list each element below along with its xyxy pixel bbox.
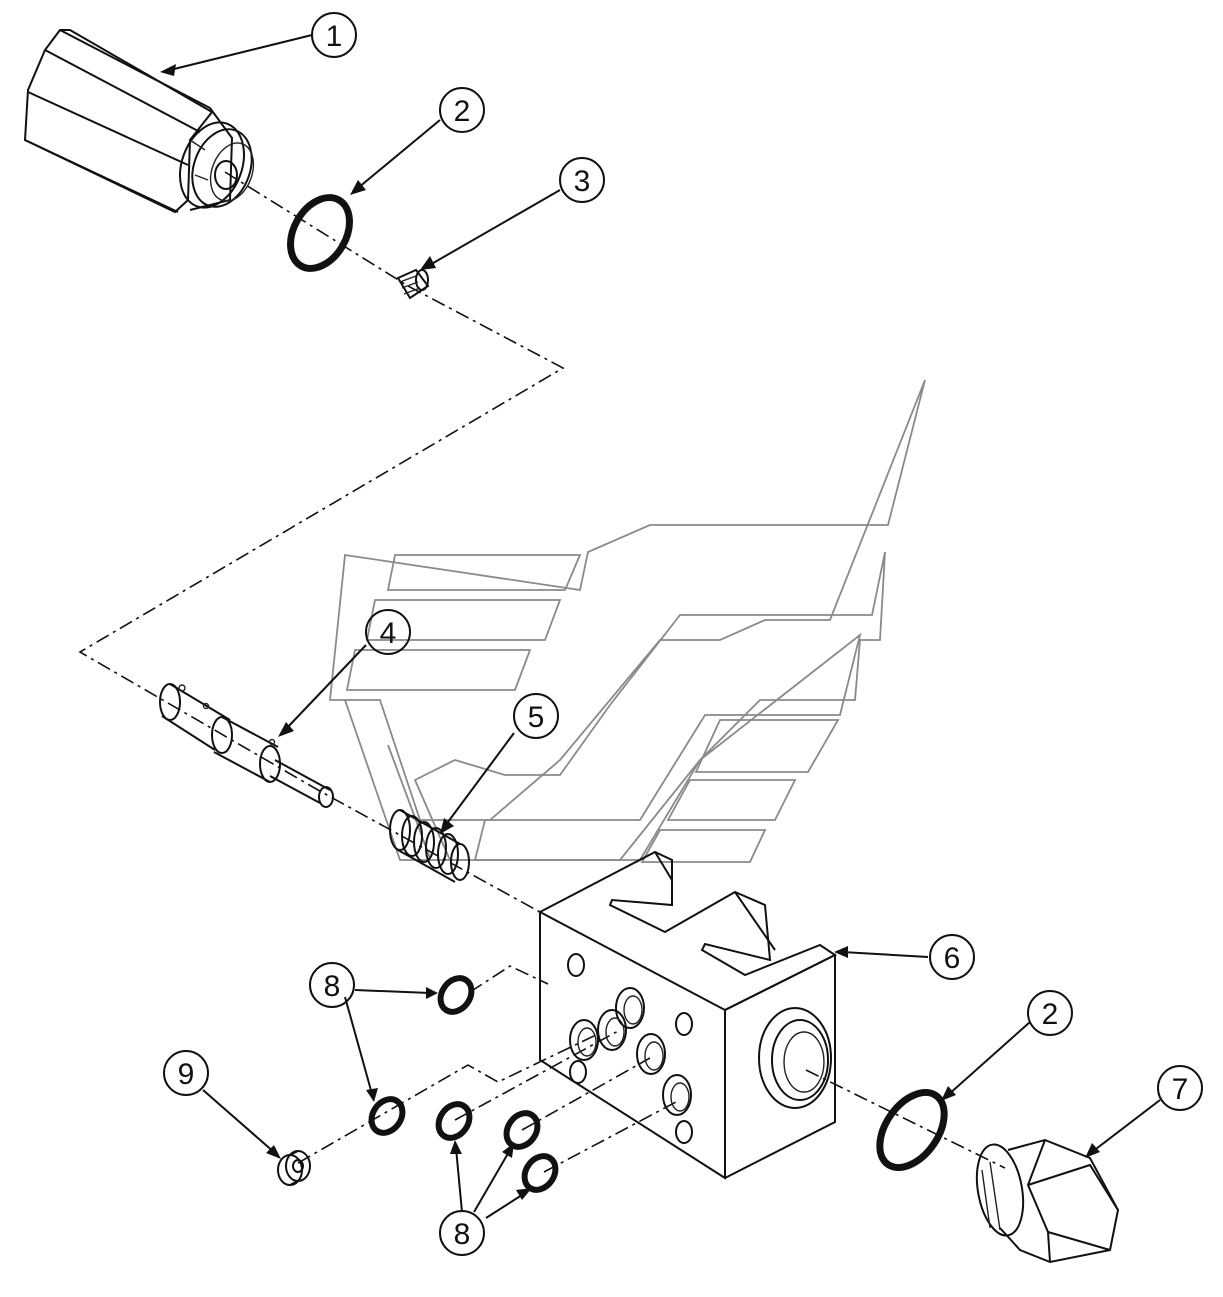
part-1-cartridge-body <box>23 29 255 214</box>
o-ring-8-a <box>437 975 475 1015</box>
callout-8-upper: 8 <box>309 962 355 1008</box>
callout-4: 4 <box>365 609 411 655</box>
svg-text:9: 9 <box>178 1058 195 1091</box>
leader-lines <box>160 34 1161 1219</box>
part-8-o-rings <box>368 975 559 1193</box>
callout-6: 6 <box>929 934 975 980</box>
svg-text:7: 7 <box>1172 1073 1189 1106</box>
svg-text:5: 5 <box>528 701 545 734</box>
svg-text:2: 2 <box>454 95 471 128</box>
callout-2-lower: 2 <box>1027 990 1073 1036</box>
part-5-spring <box>389 809 470 883</box>
part-3-set-screw <box>396 268 430 300</box>
part-2-o-ring-lower <box>876 1089 948 1171</box>
part-9-orifice <box>277 1150 311 1186</box>
callout-2-upper: 2 <box>439 87 485 133</box>
part-6-valve-body <box>537 850 837 1180</box>
o-ring-8-c <box>435 1101 473 1141</box>
svg-text:6: 6 <box>944 942 961 975</box>
callout-7: 7 <box>1157 1065 1203 1111</box>
svg-text:2: 2 <box>1042 998 1059 1031</box>
svg-text:8: 8 <box>324 970 341 1003</box>
callout-1: 1 <box>311 12 357 58</box>
assembly-center-lines <box>78 171 1006 1173</box>
svg-text:1: 1 <box>326 20 343 53</box>
callout-8-lower: 8 <box>439 1210 485 1256</box>
svg-text:4: 4 <box>380 617 397 650</box>
o-ring-8-b <box>368 1096 406 1136</box>
svg-text:3: 3 <box>574 165 591 198</box>
callout-5: 5 <box>513 693 559 739</box>
callout-3: 3 <box>559 157 605 203</box>
part-4-spool <box>159 683 334 808</box>
o-ring-8-e <box>521 1153 559 1193</box>
part-7-hex-plug <box>975 1138 1120 1264</box>
watermark-logo <box>329 379 926 863</box>
part-2-o-ring-upper <box>287 194 353 272</box>
svg-text:8: 8 <box>454 1218 471 1251</box>
callout-9: 9 <box>163 1050 209 1096</box>
